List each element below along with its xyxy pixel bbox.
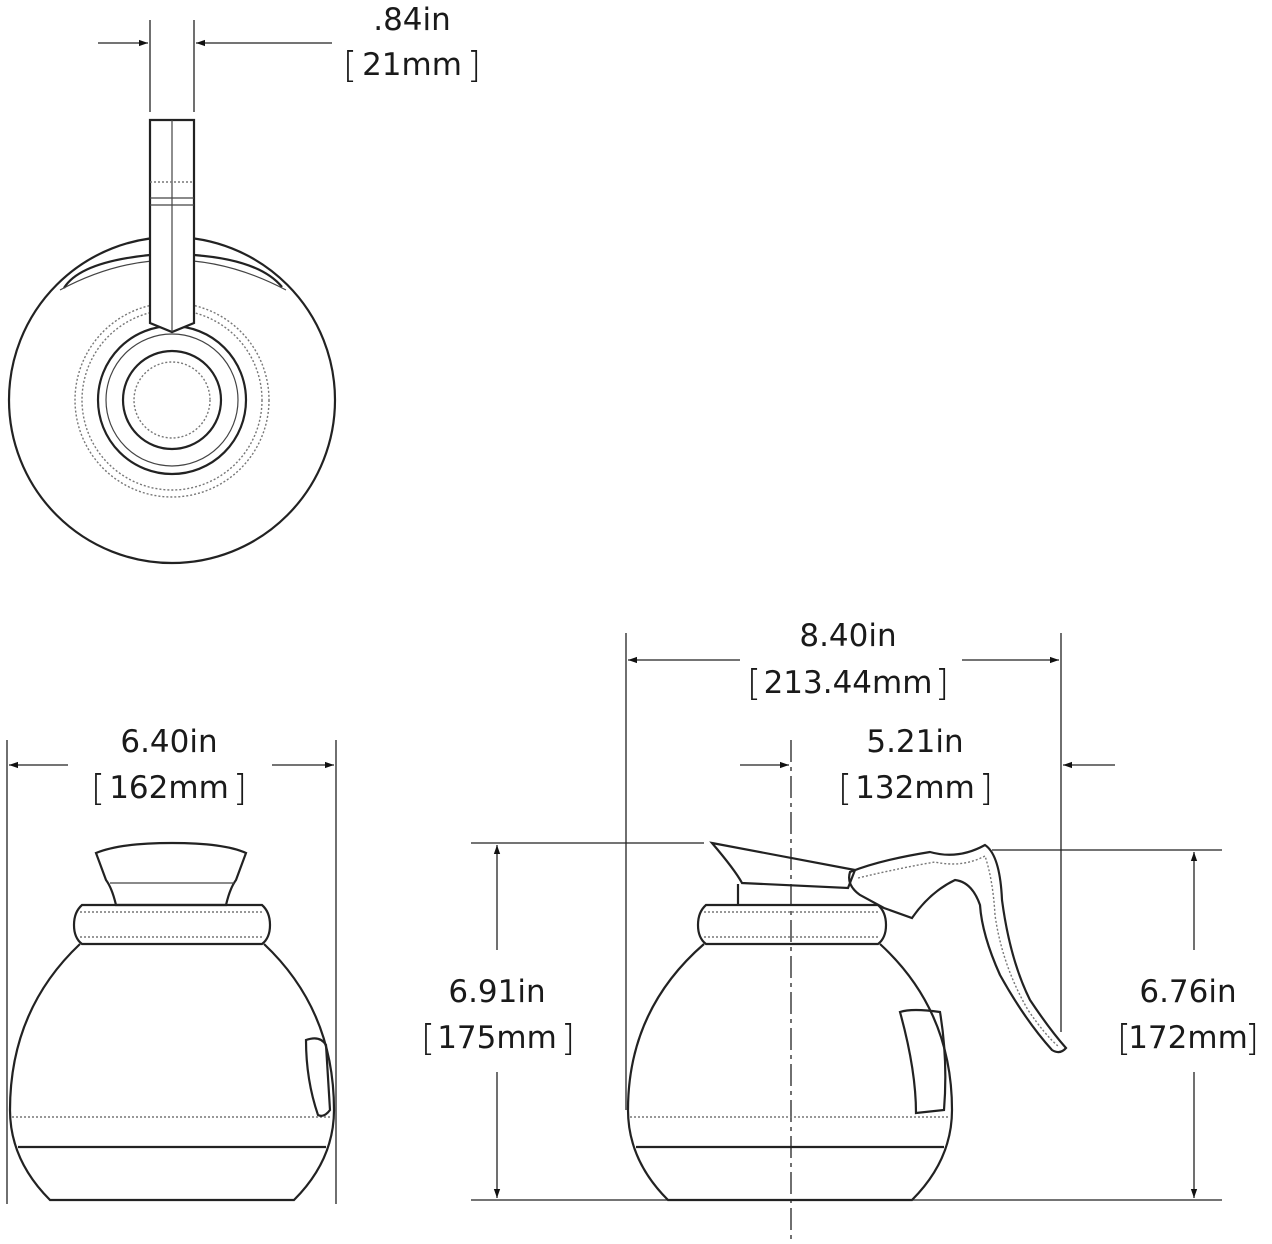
handle-height-inch-label: 6.76in bbox=[1139, 974, 1236, 1010]
center-handle-bracket-close: ] bbox=[979, 768, 993, 809]
handle-height-mm-label: 172mm bbox=[1128, 1020, 1248, 1056]
front-view-lid-knob bbox=[94, 841, 248, 907]
top-view: .84in [ 21mm ] bbox=[7, 2, 481, 565]
top-view-spout-lip bbox=[63, 253, 283, 289]
overall-height-bracket-close: ] bbox=[561, 1018, 575, 1059]
front-view: 6.40in [ 162mm ] bbox=[6, 724, 337, 1204]
handle-width-mm-label: 21mm bbox=[362, 47, 462, 83]
overall-length-inch-label: 8.40in bbox=[799, 618, 896, 654]
top-view-collar-inner bbox=[96, 324, 248, 476]
center-handle-mm-label: 132mm bbox=[855, 770, 975, 806]
side-view: 8.40in [ 213.44mm ] 5.21in [ 132mm ] 6.9… bbox=[421, 618, 1259, 1240]
front-view-collar-inner bbox=[80, 911, 264, 938]
side-view-handle-inner bbox=[857, 854, 1059, 1047]
handle-height-bracket-close: ] bbox=[1245, 1018, 1259, 1059]
top-view-lid-ring bbox=[105, 333, 239, 467]
handle-height-bracket-open: [ bbox=[1117, 1018, 1131, 1059]
base-diameter-mm-label: 162mm bbox=[109, 770, 229, 806]
handle-width-inch-label: .84in bbox=[373, 2, 451, 38]
center-handle-bracket-open: [ bbox=[838, 768, 852, 809]
handle-width-bracket-close: ] bbox=[467, 45, 481, 86]
top-view-collar-mid bbox=[81, 309, 263, 491]
side-view-spout bbox=[709, 841, 857, 890]
front-view-collar bbox=[72, 903, 272, 946]
overall-length-mm-label: 213.44mm bbox=[764, 665, 933, 701]
side-view-collar-inner bbox=[704, 911, 880, 938]
side-view-body bbox=[626, 943, 954, 1202]
top-view-lid-knob bbox=[121, 349, 223, 451]
base-diameter-bracket-close: ] bbox=[233, 768, 247, 809]
overall-length-bracket-open: [ bbox=[747, 663, 761, 704]
top-view-lid-knob-inner bbox=[133, 361, 211, 439]
overall-height-mm-label: 175mm bbox=[437, 1020, 557, 1056]
base-diameter-bracket-open: [ bbox=[91, 768, 105, 809]
side-view-handle-slot bbox=[898, 1008, 947, 1115]
overall-length-bracket-close: ] bbox=[935, 663, 949, 704]
side-view-handle bbox=[848, 843, 1068, 1054]
overall-height-bracket-open: [ bbox=[421, 1018, 435, 1059]
front-view-body bbox=[8, 943, 336, 1202]
base-diameter-inch-label: 6.40in bbox=[120, 724, 217, 760]
handle-width-bracket-open: [ bbox=[343, 45, 357, 86]
overall-height-inch-label: 6.91in bbox=[448, 974, 545, 1010]
center-handle-inch-label: 5.21in bbox=[866, 724, 963, 760]
front-view-handle-slot bbox=[304, 1037, 332, 1117]
side-view-collar bbox=[696, 903, 888, 946]
